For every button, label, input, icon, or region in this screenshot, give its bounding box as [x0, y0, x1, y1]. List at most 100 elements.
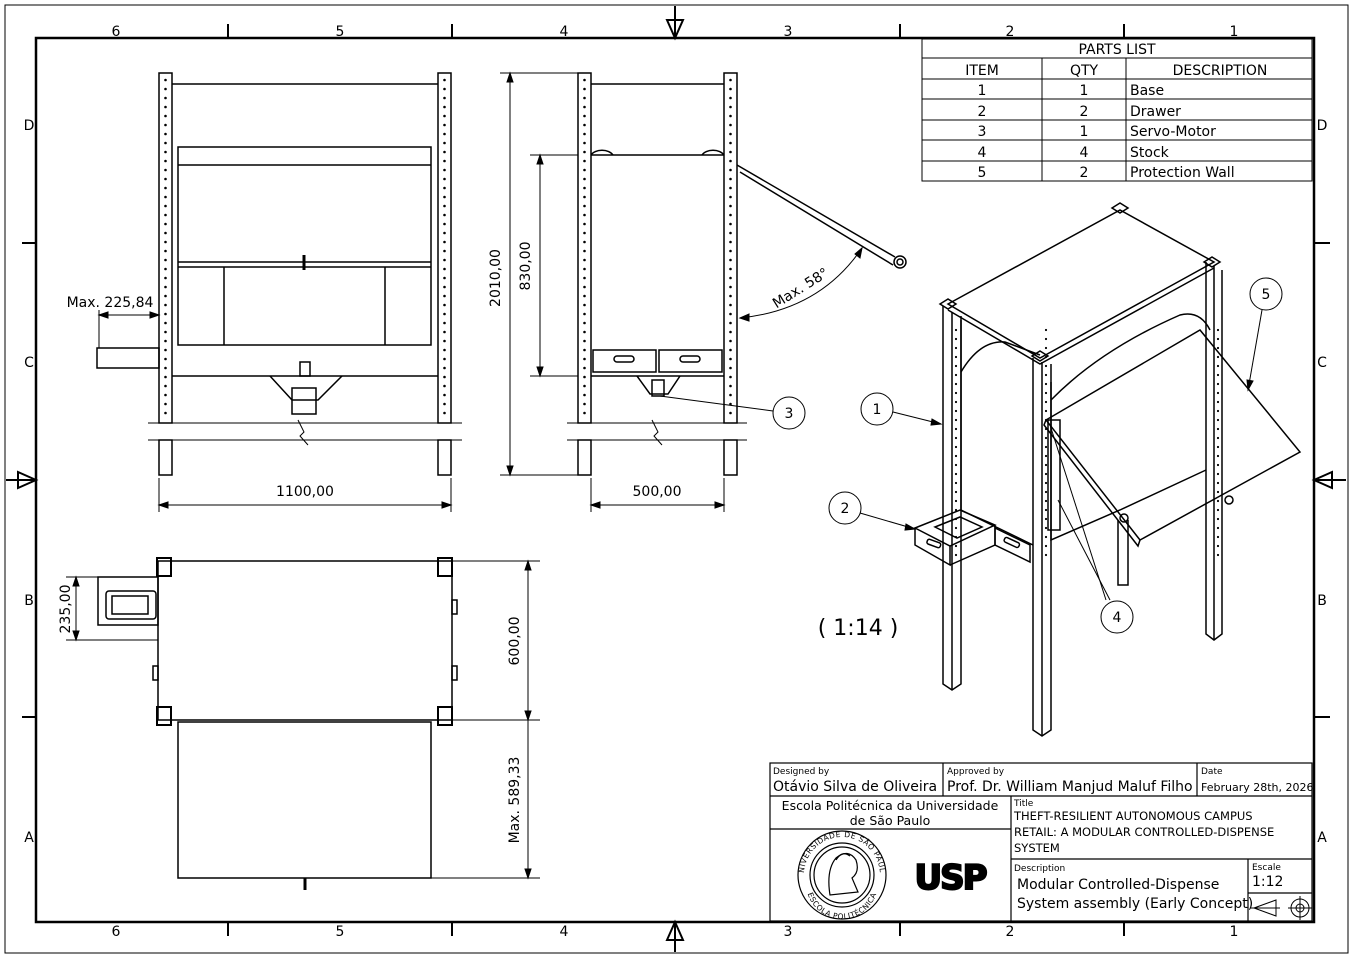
post-hole — [583, 204, 586, 208]
post-hole — [164, 96, 167, 100]
post-hole — [164, 303, 167, 307]
post-hole — [954, 544, 958, 548]
post-hole — [164, 402, 167, 406]
post-hole — [443, 213, 446, 217]
post-hole — [164, 150, 167, 154]
post-hole — [729, 258, 732, 262]
post-hole — [729, 402, 732, 406]
post-hole — [443, 294, 446, 298]
parts-item: 5 — [978, 165, 987, 181]
side-view — [567, 72, 907, 476]
post-hole — [583, 114, 586, 118]
post-hole — [583, 240, 586, 244]
post-hole — [164, 411, 167, 415]
post-hole — [583, 105, 586, 109]
post-hole — [1044, 472, 1048, 476]
zone-row-label: D — [24, 118, 35, 134]
parts-list-header: QTY — [1070, 63, 1099, 79]
school-name-line1: Escola Politécnica da Universidade — [782, 798, 999, 813]
post-hole — [1044, 364, 1048, 368]
dim-top-width: 235,00 — [58, 585, 74, 634]
post-hole — [729, 276, 732, 280]
post-hole — [954, 418, 958, 422]
parts-desc: Protection Wall — [1130, 165, 1235, 181]
post-hole — [1044, 490, 1048, 494]
post-hole — [583, 222, 586, 226]
zone-col-label: 2 — [1006, 24, 1015, 40]
post-hole — [1216, 418, 1220, 422]
balloon-1: 1 — [873, 402, 882, 418]
post-hole — [729, 123, 732, 127]
post-hole — [583, 312, 586, 316]
post-hole — [164, 168, 167, 172]
post-hole — [164, 222, 167, 226]
zone-row-label: B — [1317, 593, 1327, 609]
seal-text-top: UNIVERSIDADE DE SÃO PAULO — [0, 0, 887, 873]
post-hole — [443, 384, 446, 388]
post-hole — [729, 231, 732, 235]
designed-by-label: Designed by — [773, 767, 830, 777]
parts-qty: 1 — [1080, 83, 1089, 99]
post-hole — [729, 339, 732, 343]
post-hole — [1044, 346, 1048, 350]
post-hole — [954, 409, 958, 413]
parts-list-header: ITEM — [965, 63, 999, 79]
post-hole — [729, 267, 732, 271]
post-hole — [1216, 472, 1220, 476]
date-label: Date — [1201, 767, 1223, 777]
post-hole — [1044, 436, 1048, 440]
post-hole — [1044, 526, 1048, 530]
post-hole — [443, 168, 446, 172]
post-hole — [1044, 400, 1048, 404]
zone-row-label: C — [1317, 355, 1327, 371]
balloon-leaders — [659, 309, 1263, 601]
post-hole — [164, 213, 167, 217]
post-hole — [443, 366, 446, 370]
scale-label: Escale — [1252, 863, 1281, 873]
post-hole — [1216, 490, 1220, 494]
post-hole — [164, 366, 167, 370]
post-hole — [1044, 427, 1048, 431]
post-hole — [583, 303, 586, 307]
post-hole — [1216, 481, 1220, 485]
zone-col-label: 5 — [336, 24, 345, 40]
post-hole — [729, 411, 732, 415]
post-hole — [583, 123, 586, 127]
post-hole — [443, 132, 446, 136]
post-hole — [583, 195, 586, 199]
university-seal — [797, 830, 887, 920]
post-hole — [443, 159, 446, 163]
post-hole — [1044, 337, 1048, 341]
post-hole — [954, 472, 958, 476]
post-hole — [1216, 454, 1220, 458]
post-hole — [583, 96, 586, 100]
post-hole — [583, 258, 586, 262]
post-hole — [1216, 445, 1220, 449]
post-hole — [164, 285, 167, 289]
parts-desc: Servo-Motor — [1130, 124, 1216, 140]
post-hole — [729, 330, 732, 334]
post-hole — [583, 321, 586, 325]
front-view — [96, 72, 462, 476]
post-hole — [583, 339, 586, 343]
post-hole — [583, 411, 586, 415]
post-hole — [1044, 373, 1048, 377]
post-hole — [583, 366, 586, 370]
post-hole — [729, 105, 732, 109]
post-hole — [1044, 445, 1048, 449]
post-hole — [729, 366, 732, 370]
post-hole — [164, 276, 167, 280]
post-hole — [729, 348, 732, 352]
post-hole — [583, 249, 586, 253]
dim-front-width: 1100,00 — [276, 484, 334, 500]
post-hole — [729, 141, 732, 145]
post-hole — [443, 285, 446, 289]
balloon-2: 2 — [841, 501, 850, 517]
post-hole — [1044, 508, 1048, 512]
post-hole — [729, 357, 732, 361]
post-hole — [164, 393, 167, 397]
post-hole — [443, 357, 446, 361]
post-hole — [164, 240, 167, 244]
post-hole — [729, 375, 732, 379]
